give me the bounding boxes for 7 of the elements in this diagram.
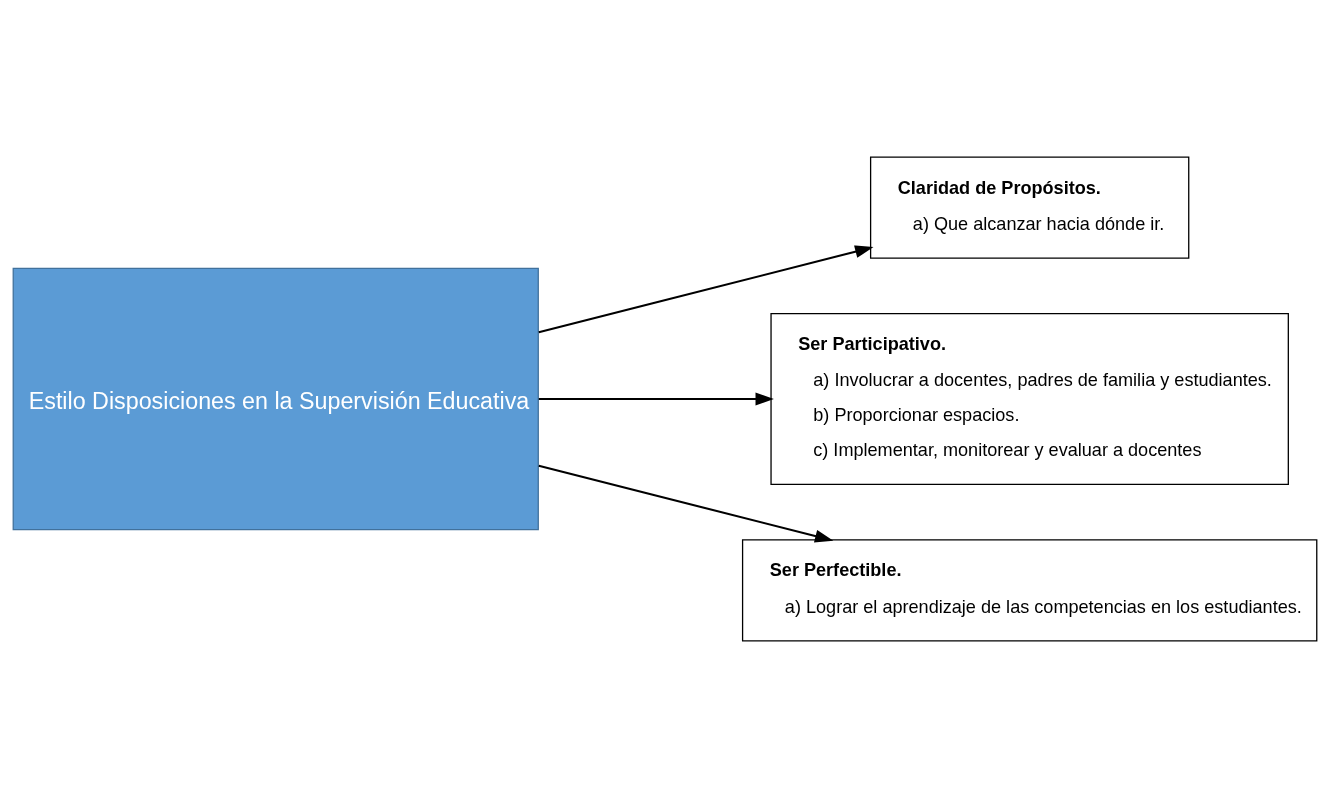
node-box: Ser Perfectible. a) Lograr el aprendizaje de las competencias en los estudiantes. [741, 539, 1318, 642]
node-box: Claridad de Propósitos. a) Que alcanzar hacia dónde ir. [869, 156, 1190, 259]
node-box: Ser Participativo. a) Involucrar a docentes, padres de familia y estudiantes. b) Proporcionar espacios. c) Implementar, monitorear y evaluar a docentes [770, 313, 1289, 485]
arrow [538, 392, 774, 406]
arrow [538, 245, 874, 334]
node-box: Estilo Disposiciones en la Supervisión Educativa [12, 267, 539, 531]
arrow [538, 464, 834, 543]
